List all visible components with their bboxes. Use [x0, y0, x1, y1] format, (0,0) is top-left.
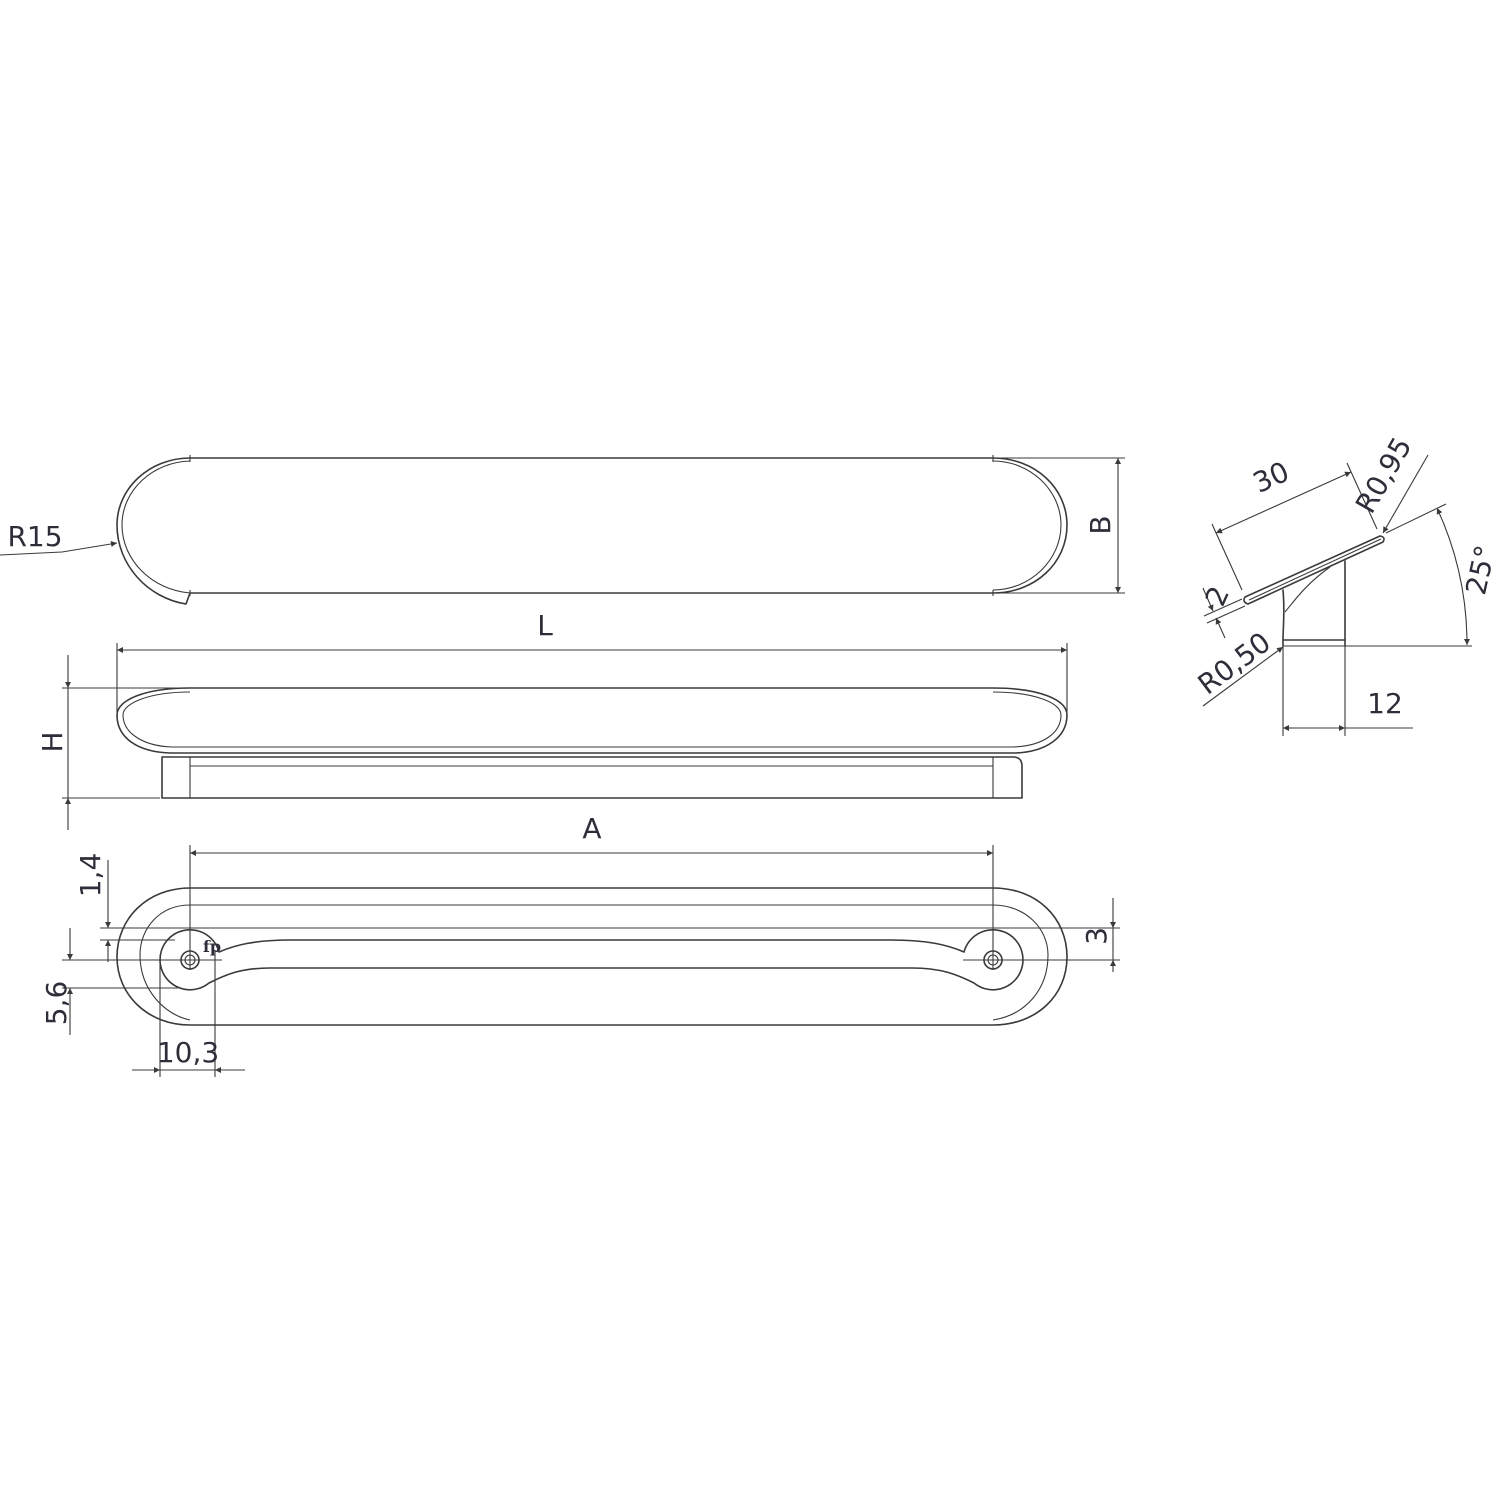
side-view-lid-inner — [122, 691, 1062, 748]
bottom-view-outline — [116, 887, 1068, 1026]
label-12: 12 — [1367, 687, 1403, 720]
label-10-3: 10,3 — [157, 1036, 219, 1069]
dimension-30: 30 — [1211, 455, 1378, 591]
dimension-a: A — [189, 812, 994, 970]
section-plate — [1243, 535, 1385, 605]
label-r0-50: R0,50 — [1192, 626, 1277, 702]
dimension-2: 2 — [1199, 581, 1246, 639]
extension-line — [116, 643, 1068, 712]
bottom-view-inner-contour — [139, 904, 1049, 1021]
dimension-12: 12 — [1282, 646, 1413, 736]
dimension-5-6: 5,6 — [40, 928, 178, 1035]
leader-line — [0, 541, 118, 556]
section-base — [1282, 639, 1346, 647]
extension-line — [995, 457, 1125, 594]
section-stem-fillet — [1284, 566, 1331, 613]
side-view-base — [161, 756, 1023, 799]
extension-line — [159, 950, 216, 1077]
radius-r0-95-callout: R0,95 — [1349, 432, 1429, 534]
leader-line — [1202, 646, 1284, 707]
label-1-4: 1,4 — [74, 853, 107, 898]
angle-arc — [1436, 507, 1471, 646]
label-a: A — [582, 812, 601, 845]
dimension-h: H — [36, 655, 188, 830]
top-view-left-cap-outer — [116, 457, 191, 605]
dimension-line — [1215, 471, 1352, 534]
section-plate-inner — [1248, 538, 1382, 601]
label-2: 2 — [1199, 581, 1236, 611]
radius-r15-callout: R15 — [0, 520, 118, 556]
extension-line — [189, 845, 994, 970]
extension-line — [62, 687, 188, 799]
dimension-line — [1202, 587, 1214, 612]
label-r0-95: R0,95 — [1349, 432, 1418, 519]
label-b: B — [1084, 515, 1117, 534]
tangent-tick — [189, 455, 994, 596]
label-h: H — [36, 731, 69, 752]
label-r15: R15 — [7, 520, 62, 553]
top-view-left-cap-inner — [121, 460, 191, 594]
section-stem-left — [1282, 589, 1285, 641]
leader-line — [1382, 454, 1429, 534]
top-view-right-cap-inner — [992, 460, 1062, 591]
side-view-lid-outline — [116, 687, 1068, 754]
dimension-3: 3 — [1080, 898, 1116, 972]
angle-25: 25° — [1385, 503, 1500, 646]
label-l: L — [537, 609, 553, 642]
dimension-1-4: 1,4 — [74, 853, 175, 962]
label-25-degrees: 25° — [1459, 542, 1500, 598]
top-view — [116, 455, 1068, 605]
side-view-base-divider — [189, 757, 994, 798]
dimension-10-3: 10,3 — [132, 950, 245, 1077]
dimension-line — [1215, 617, 1226, 639]
side-view — [116, 687, 1068, 799]
dimension-l: L — [116, 609, 1068, 712]
dimension-b: B — [995, 457, 1125, 594]
extension-line — [1203, 598, 1246, 624]
extension-line — [1385, 503, 1447, 534]
label-5-6: 5,6 — [40, 981, 73, 1026]
extension-line — [1282, 646, 1346, 736]
bottom-view: fp — [62, 887, 1120, 1026]
extension-line — [1211, 462, 1378, 591]
top-view-right-cap-outer — [992, 457, 1068, 594]
bottom-view-recess — [159, 929, 1024, 991]
radius-r0-50-callout: R0,50 — [1192, 626, 1284, 707]
label-3: 3 — [1080, 927, 1113, 945]
brand-logo: fp — [203, 937, 221, 956]
label-30: 30 — [1248, 455, 1294, 500]
section-detail — [1243, 535, 1472, 647]
